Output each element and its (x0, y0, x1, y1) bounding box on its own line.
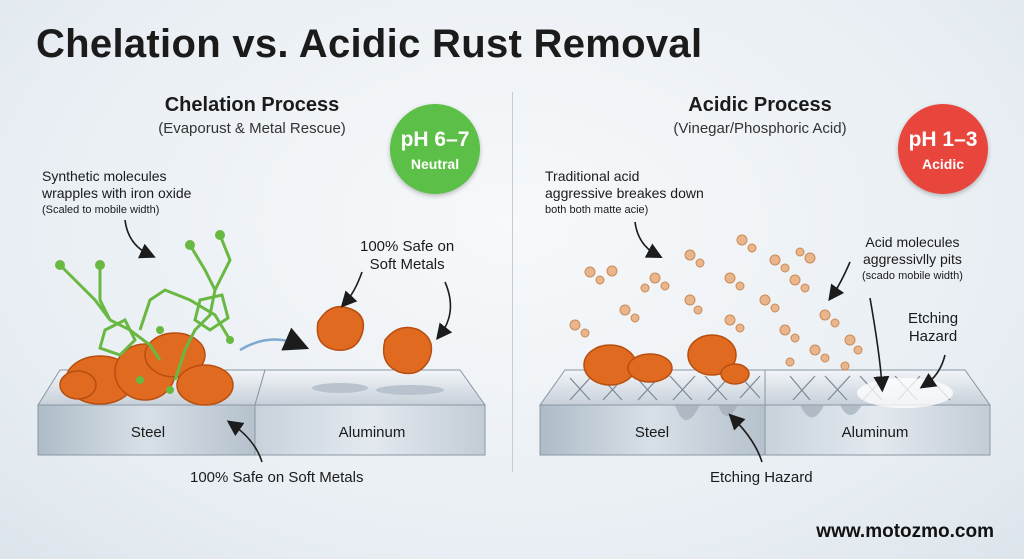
chelation-note-small: (Scaled to mobile width) (42, 204, 160, 216)
acidic-ph-value: pH 1–3 (908, 128, 978, 151)
safe-callout-line1: 100% Safe on (360, 238, 455, 255)
chelation-bottom-label: 100% Safe on Soft Metals (190, 469, 364, 486)
acidic-note: Traditional acid aggressive breakes down… (545, 168, 704, 219)
acid-molecule-particles (569, 234, 863, 371)
acidic-ph-label: Acidic (921, 156, 964, 172)
chelation-steel-label: Steel (130, 424, 166, 441)
acid-molecules-callout: Acid molecules aggressivlly pits (scado … (862, 234, 963, 285)
etching-haze (857, 378, 953, 408)
chelation-note: Synthetic molecules wrapples with iron o… (42, 168, 191, 219)
acid-arrow-icon (828, 261, 851, 302)
acid-callout-small: (scado mobile width) (862, 270, 963, 282)
note-arrow-icon (124, 219, 156, 259)
safe-arrow-icon (340, 271, 363, 308)
center-divider (512, 92, 513, 472)
site-url: www.motozmo.com (816, 521, 994, 542)
chelation-aluminum-plate (254, 369, 486, 456)
acid-callout-line2: aggressivlly pits (863, 251, 962, 267)
chelation-note-line1: Synthetic molecules (42, 168, 167, 184)
chelation-aluminum-label: Aluminum (338, 424, 406, 441)
acidic-bottom-label: Etching Hazard (710, 469, 813, 486)
neutral-ph-value: pH 6–7 (400, 128, 470, 151)
acid-arrow-icon (869, 297, 890, 393)
acid-rust-cluster (583, 334, 750, 386)
acidic-subheading: (Vinegar/Phosphoric Acid) (673, 120, 847, 137)
acidic-steel-label: Steel (634, 424, 670, 441)
neutral-ph-badge: pH 6–7 Neutral (390, 104, 480, 194)
neutral-ph-label: Neutral (410, 156, 460, 172)
note-arrow-icon (634, 221, 663, 258)
release-arrow-icon (239, 327, 310, 352)
chelation-subheading: (Evaporust & Metal Rescue) (158, 120, 346, 137)
pitting-texture (569, 375, 951, 401)
acidic-note-line2: aggressive breakes down (545, 185, 704, 201)
safe-on-soft-metals-callout: 100% Safe on Soft Metals (360, 238, 454, 274)
bottom-arrow-icon (728, 413, 763, 463)
acidic-heading: Acidic Process (688, 94, 832, 116)
etch-callout-line1: Etching (908, 310, 959, 327)
acid-steel-plate (539, 369, 766, 456)
safe-arrow-icon (436, 281, 453, 341)
acidic-note-line1: Traditional acid (545, 168, 640, 184)
safe-callout-line2: Soft Metals (369, 256, 445, 273)
page-title: Chelation vs. Acidic Rust Removal (36, 22, 703, 66)
chelation-note-line2: wrapples with iron oxide (42, 185, 192, 201)
molecule-atoms (55, 230, 234, 394)
released-rust-particle (316, 305, 433, 375)
bottom-arrow-icon (226, 420, 263, 463)
etching-pit (675, 405, 862, 420)
etch-callout-line2: Hazard (908, 328, 958, 345)
etching-hazard-callout: Etching Hazard (908, 310, 958, 346)
acidic-ph-badge: pH 1–3 Acidic (898, 104, 988, 194)
chelation-heading: Chelation Process (164, 94, 340, 116)
acidic-note-line3: both both matte acie) (545, 204, 649, 216)
chelating-molecule (58, 234, 232, 381)
acid-callout-line1: Acid molecules (865, 234, 960, 250)
acidic-aluminum-label: Aluminum (841, 424, 909, 441)
etch-arrow-icon (919, 354, 946, 389)
